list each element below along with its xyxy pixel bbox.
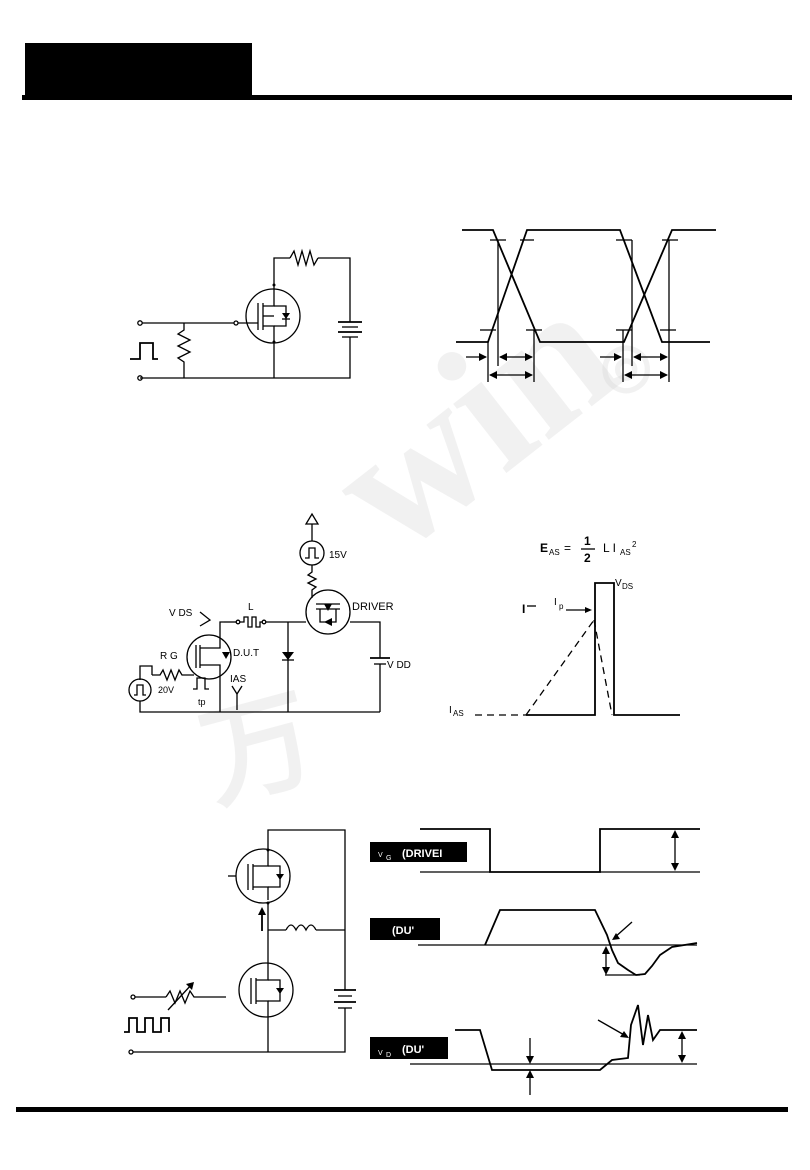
i-label: I (522, 602, 525, 616)
pulse-source-15v (299, 540, 325, 566)
switching-test-circuit (130, 248, 362, 381)
avalanche-test-circuit: 15V DRIVER L V DD V DS D.U.T R G (128, 512, 411, 713)
diode-recovery-waveforms: V G (DRIVEI (DU' V D (DU' (370, 828, 700, 1095)
watermark-glyph: 万 (190, 677, 328, 823)
switching-waveform (456, 229, 716, 382)
driver-mosfet (305, 589, 351, 635)
label-15v: 15V (329, 550, 347, 561)
label-tp: tp (198, 697, 206, 707)
header-block (25, 43, 252, 96)
vd-sub: D (386, 1052, 391, 1059)
eas-rhs: L I (603, 541, 616, 555)
avalanche-waveform: E AS = 1 2 L I AS 2 V DS I p I I AS (449, 534, 680, 718)
vd-prefix: V (378, 1050, 383, 1057)
vd-label: (DU' (402, 1044, 425, 1056)
eas-lhs-sub: AS (549, 548, 560, 557)
vds-sub: DS (622, 582, 633, 591)
dut-mosfet (186, 634, 232, 680)
load-resistor (289, 248, 319, 268)
vg-sub: G (386, 855, 391, 862)
label-vds: V DS (169, 608, 193, 619)
pulse-train-icon (124, 1017, 170, 1033)
input-pulse-icon (130, 342, 158, 360)
footer-rule (16, 1107, 788, 1112)
eas-rhs-sup: 2 (632, 540, 637, 549)
eas-eq: = (564, 541, 571, 555)
label-20v: 20V (158, 685, 174, 695)
label-ias: IAS (230, 674, 246, 685)
is-label: (DU' (392, 925, 415, 937)
label-l: L (248, 602, 254, 613)
gate-resistor (176, 323, 192, 378)
watermark-mark: ◎ (600, 332, 652, 398)
is-label-box (370, 918, 440, 940)
eas-den: 2 (584, 551, 591, 565)
vg-prefix: V (378, 852, 383, 859)
diode-recovery-circuit (124, 829, 356, 1055)
ip-label: I (554, 597, 557, 608)
label-dut: D.U.T (233, 648, 259, 659)
ip-sub: p (559, 602, 564, 611)
eas-num: 1 (584, 534, 591, 548)
vg-label-box (370, 842, 467, 862)
label-rg: R G (160, 651, 178, 662)
vcc-arrow-icon (304, 512, 320, 525)
vds-label: V (615, 578, 622, 589)
ias-label: I (449, 705, 452, 716)
lower-mosfet (238, 962, 294, 1018)
vd-label-box (370, 1037, 448, 1059)
label-vdd: V DD (387, 660, 411, 671)
gate-pulse-source (128, 678, 152, 702)
eas-rhs-sub: AS (620, 548, 631, 557)
header-rule (22, 95, 792, 100)
label-driver: DRIVER (352, 601, 394, 613)
ias-sub: AS (453, 709, 464, 718)
eas-lhs: E (540, 541, 548, 555)
vg-label: (DRIVEI (402, 848, 442, 860)
watermark-text: win (292, 246, 654, 594)
